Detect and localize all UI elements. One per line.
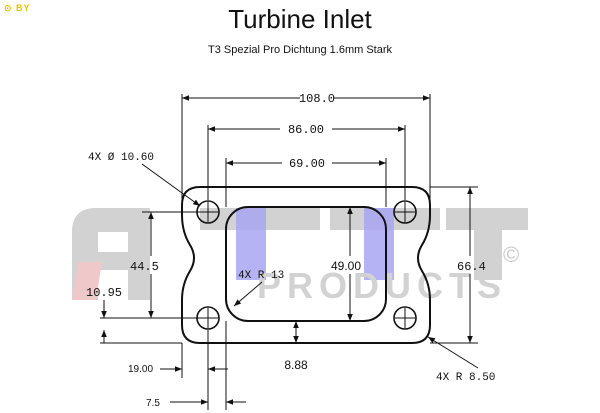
dim-hole-spacing-x: 86.00 (288, 123, 324, 137)
dim-hole-spacing-y: 44.5 (130, 260, 159, 274)
dim-port-height: 49.00 (331, 259, 361, 273)
watermark-letter-a (72, 208, 150, 300)
center-port (225, 206, 387, 322)
watermark-products: PRODUCTS (257, 265, 507, 306)
gasket-outline (181, 186, 431, 344)
dimension-lines (100, 94, 479, 410)
watermark-letter-t1-stem (236, 208, 266, 280)
bolt-hole-bottom-right (393, 306, 417, 330)
dim-port-width: 69.00 (289, 157, 325, 171)
dim-port-radius: 4X R 13 (238, 270, 284, 282)
dim-outer-radius: 4X R 8.50 (436, 372, 495, 384)
dim-height-overall: 66.4 (457, 260, 486, 274)
license-badge: ⊙ BY (4, 3, 31, 13)
page-title: Turbine Inlet (228, 4, 372, 34)
watermark-copyright: © (503, 242, 519, 267)
dimension-labels: 108.0 86.00 69.00 4X Ø 10.60 44.5 4X R 1… (86, 92, 495, 409)
watermark: PRODUCTS © (72, 208, 528, 306)
page-subtitle: T3 Spezial Pro Dichtung 1.6mm Stark (207, 44, 393, 56)
dim-left-offset: 10.95 (86, 286, 122, 300)
dim-width-overall: 108.0 (299, 92, 335, 106)
dim-offset-19: 19.00 (128, 364, 153, 375)
dim-offset-7-5: 7.5 (146, 398, 160, 409)
dim-hole-diameter: 4X Ø 10.60 (88, 152, 154, 164)
watermark-letter-t2-stem (364, 208, 394, 280)
bolt-hole-top-right (393, 200, 417, 224)
watermark-letter-t3-stem (474, 208, 502, 280)
hole-centerlines (198, 202, 415, 328)
dim-bottom-offset: 8.88 (284, 358, 308, 372)
